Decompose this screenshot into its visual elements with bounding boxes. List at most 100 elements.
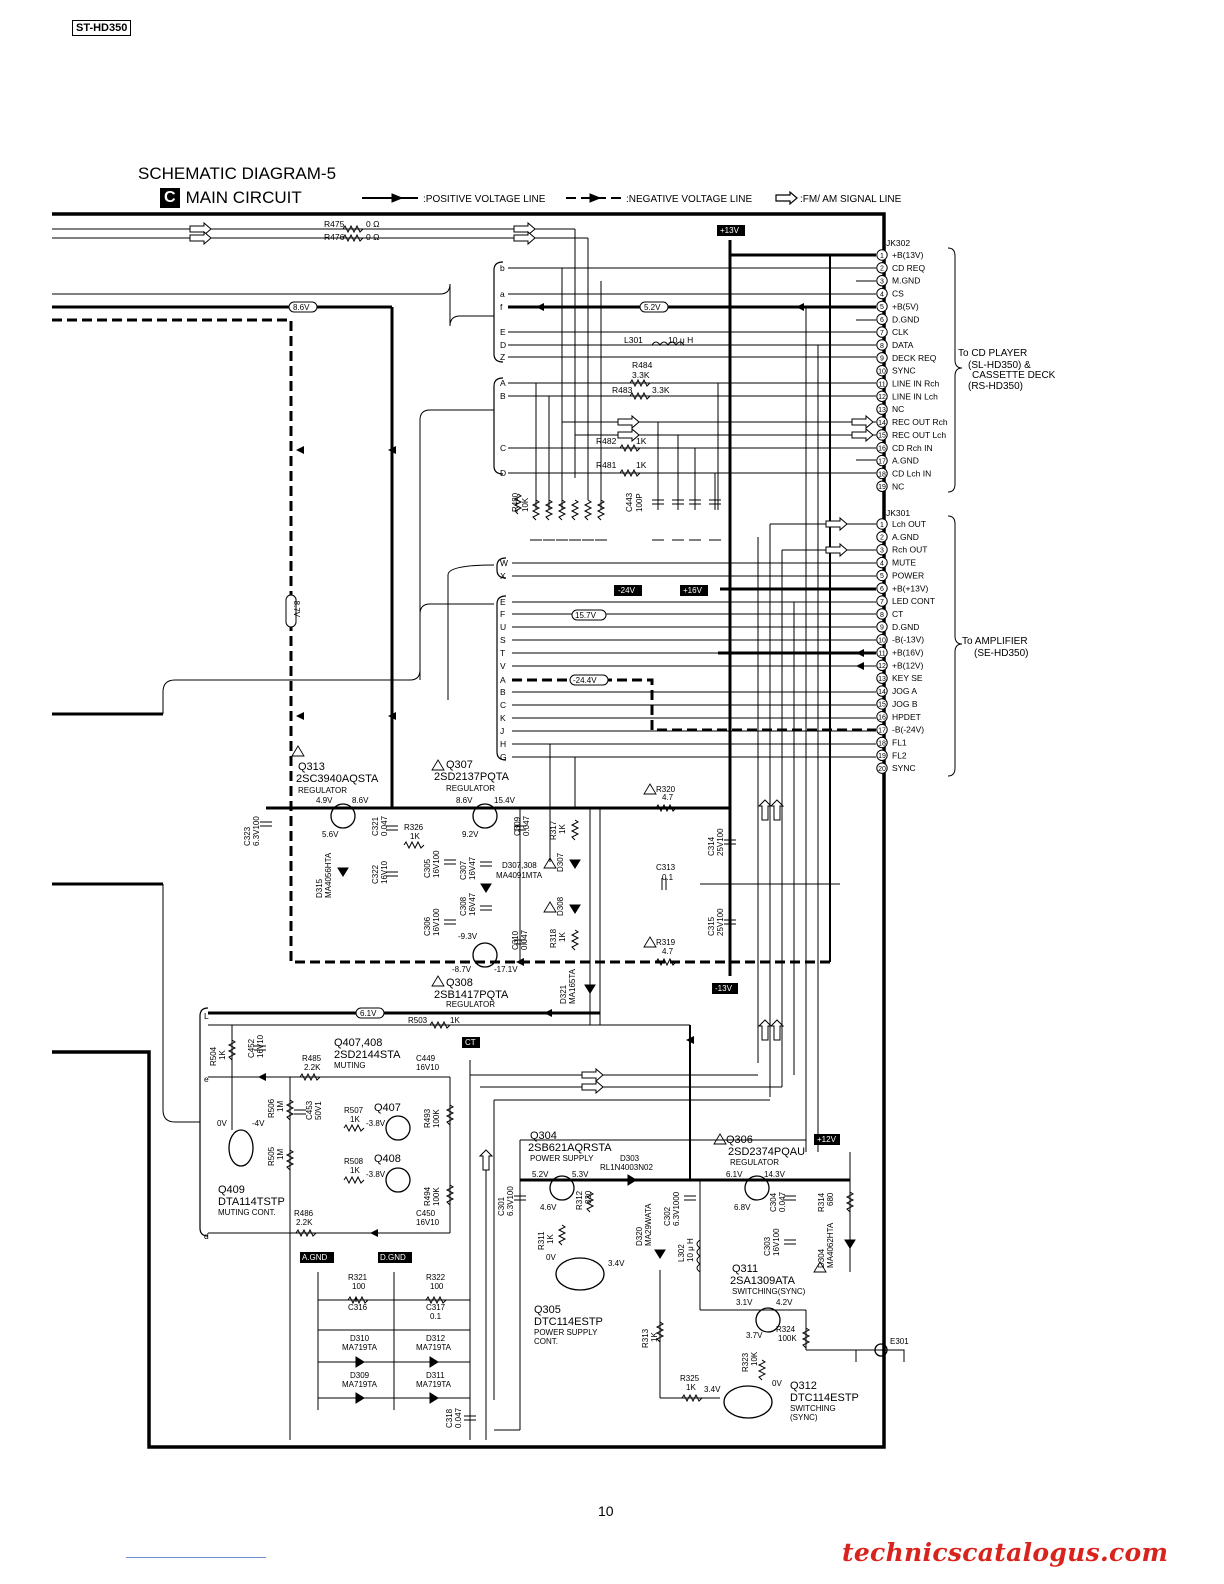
diode-symbol xyxy=(844,1239,856,1249)
tag-87v: -8.7V xyxy=(292,598,301,618)
r311-value: 1K xyxy=(546,1234,555,1244)
diode-symbol xyxy=(355,1356,365,1368)
resistor-symbol xyxy=(801,1327,811,1349)
q313-role: REGULATOR xyxy=(298,786,347,795)
direction-arrow-icon xyxy=(856,649,864,657)
warning-icon xyxy=(643,936,657,948)
jk302-pin-label: SYNC xyxy=(892,366,916,376)
connector-letter: A xyxy=(500,675,506,685)
jk301-pin-label: D.GND xyxy=(892,622,919,632)
d320-label: D320 xyxy=(635,1226,644,1246)
jk301-pin-number: 14 xyxy=(878,689,886,696)
c449-label: C449 xyxy=(416,1054,436,1063)
jk301-pin-label: Lch OUT xyxy=(892,519,926,529)
warning-icon xyxy=(543,857,557,869)
r485-value: 2.2K xyxy=(304,1063,321,1072)
jk301-pin-label: CT xyxy=(892,609,903,619)
jk302-pin-label: CD REQ xyxy=(892,263,925,273)
r318-label: R318 xyxy=(549,928,558,948)
jk302-dest-3: CASSETTE DECK xyxy=(972,370,1056,381)
legend xyxy=(362,190,798,206)
q305-ref: Q305 xyxy=(534,1304,561,1316)
jk302-pin-16 xyxy=(876,442,888,454)
r506-label: R506 xyxy=(267,1098,276,1118)
r314-label: R314 xyxy=(817,1192,826,1212)
footer-rule xyxy=(126,1557,266,1558)
c308-label: C308 xyxy=(459,896,468,916)
v-q308-e: -8.7V xyxy=(452,965,472,974)
connector-letter: C xyxy=(500,700,506,710)
v-q311-b: 3.7V xyxy=(746,1331,763,1340)
jk301-pin-15 xyxy=(876,698,888,710)
connector-letter: C xyxy=(500,443,506,453)
jk302-pin-7 xyxy=(876,326,888,338)
l302-label: L302 xyxy=(677,1244,686,1262)
c453-label: C453 xyxy=(305,1100,314,1120)
warning-icon xyxy=(431,975,445,987)
resistor-symbol xyxy=(347,1295,369,1305)
jk301-pin-number: 15 xyxy=(878,702,886,709)
rail-p13: +13V xyxy=(720,226,740,235)
jk302-pin-4 xyxy=(876,287,888,300)
r319-label: R319 xyxy=(656,938,676,947)
rail-n24: -24V xyxy=(618,586,636,595)
v-q306-b: 6.8V xyxy=(734,1203,751,1212)
c317-value: 0.1 xyxy=(430,1312,442,1321)
jk301-pin-9 xyxy=(876,621,888,633)
jk302-pin-number: 16 xyxy=(878,446,886,453)
q306-part: 2SD2374PQAU xyxy=(728,1146,805,1158)
jk301-pin-label: A.GND xyxy=(892,532,919,542)
c321-label: C321 xyxy=(371,816,380,836)
r485-label: R485 xyxy=(302,1054,322,1063)
q305-part: DTC114ESTP xyxy=(534,1316,603,1328)
jk301-pin-17 xyxy=(876,723,888,736)
l302-value: 10 μ H xyxy=(686,1238,695,1262)
d304-part: MA4062HTA xyxy=(826,1222,835,1268)
jk302-pin-number: 14 xyxy=(878,420,886,427)
tag-52v: 5.2V xyxy=(644,303,661,312)
jk301-pin-number: 20 xyxy=(878,766,886,773)
connector-letter: T xyxy=(500,648,505,658)
q308-part: 2SB1417PQTA xyxy=(434,989,509,1001)
r313-label: R313 xyxy=(641,1328,650,1348)
jk302-pin-6 xyxy=(876,313,888,325)
d310-part: MA719TA xyxy=(342,1343,378,1352)
jk302-pin-9 xyxy=(876,352,888,364)
connector-letter: b xyxy=(500,263,505,273)
connector-letter: J xyxy=(500,726,504,736)
jk301-pin-11 xyxy=(876,646,888,659)
warning-icon xyxy=(813,1261,827,1273)
jk301-pin-number: 13 xyxy=(878,676,886,683)
jk302-pin-3 xyxy=(876,275,888,287)
resistor-symbol xyxy=(285,1099,295,1121)
jk301-pin-number: 17 xyxy=(878,727,886,734)
inductor-symbol xyxy=(696,1239,701,1273)
r312-label: R312 xyxy=(575,1190,584,1210)
r475-label: R475 xyxy=(324,219,345,229)
jk301-pin-6 xyxy=(876,582,888,594)
l301-label: L301 xyxy=(624,335,643,345)
resistor-symbol xyxy=(343,1175,365,1185)
v-q408-b: -3.8V xyxy=(366,1170,386,1179)
signal-arrow-icon xyxy=(189,221,212,237)
c443-value: 100P xyxy=(635,493,644,512)
d308-label: D308 xyxy=(556,896,565,916)
jk302-pin-12 xyxy=(876,390,888,403)
jk302-pin-5 xyxy=(876,300,888,313)
r494-value: 100K xyxy=(432,1187,441,1206)
voltage-readings: 4.9V 8.6V 5.6V 8.6V 15.4V 9.2V -9.3V -8.… xyxy=(217,796,793,1394)
q312-symbol xyxy=(723,1385,773,1419)
resistor-symbol xyxy=(342,233,364,243)
rail-n13: -13V xyxy=(715,984,733,993)
e301-label: E301 xyxy=(890,1337,909,1346)
jk301-pin-label: LED CONT xyxy=(892,596,935,606)
r486-label: R486 xyxy=(294,1209,314,1218)
jk301-pin-label: JOG B xyxy=(892,699,918,709)
jk301-pin-number: 8 xyxy=(880,612,884,619)
jk302-pin-number: 12 xyxy=(878,394,886,401)
jk302-pin-number: 18 xyxy=(878,471,886,478)
r486-value: 2.2K xyxy=(296,1218,313,1227)
r503-label: R503 xyxy=(408,1016,428,1025)
jk301-pin-number: 11 xyxy=(878,650,885,657)
